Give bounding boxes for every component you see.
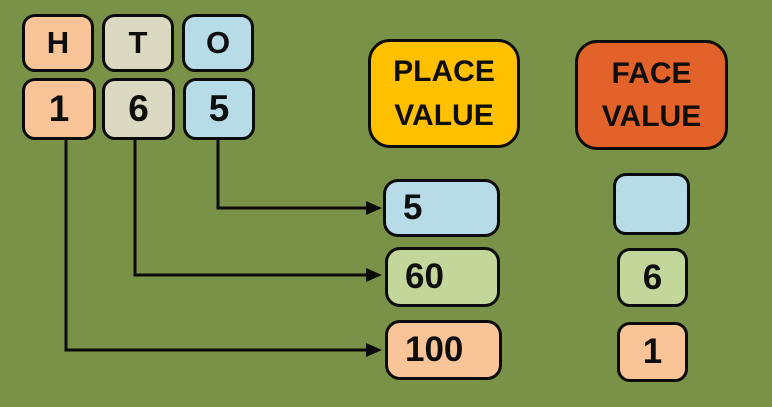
column-header-hundreds: H	[22, 14, 94, 72]
digit-hundreds: 1	[22, 78, 96, 140]
digit-ones: 5	[183, 78, 255, 140]
face-value-heading: FACE VALUE	[575, 40, 728, 150]
digit-tens: 6	[102, 78, 175, 140]
place-value-of-tens: 60	[385, 247, 500, 307]
arrow-tens-to-place-value	[133, 138, 382, 282]
column-header-ones: O	[182, 14, 254, 72]
place-value-of-hundreds: 100	[385, 320, 502, 380]
face-value-of-tens: 6	[617, 248, 688, 307]
column-header-tens: T	[102, 14, 174, 72]
place-value-of-ones: 5	[383, 179, 500, 237]
arrow-ones-to-place-value	[216, 138, 382, 215]
place-value-heading: PLACE VALUE	[368, 39, 520, 148]
face-value-of-ones-blank	[613, 173, 690, 235]
face-value-of-hundreds: 1	[617, 322, 688, 382]
arrow-hundreds-to-place-value	[64, 138, 382, 357]
